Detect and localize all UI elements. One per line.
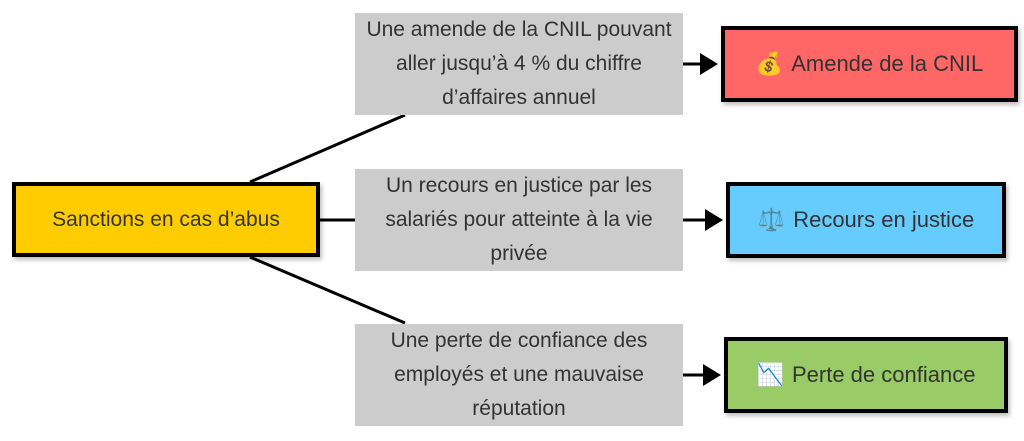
description-text: Une amende de la CNIL pouvant aller jusq… xyxy=(366,18,672,109)
result-node-perte: 📉 Perte de confiance xyxy=(724,337,1008,413)
result-node-amende: 💰 Amende de la CNIL xyxy=(721,26,1018,102)
description-text: Un recours en justice par les salariés p… xyxy=(385,174,653,265)
connector-root-to-perte xyxy=(249,255,406,325)
arrow-amende xyxy=(683,53,718,75)
result-node-recours: ⚖️ Recours en justice xyxy=(726,182,1006,258)
description-node-recours: Un recours en justice par les salariés p… xyxy=(355,169,683,271)
root-node: Sanctions en cas d’abus xyxy=(12,182,320,257)
root-label: Sanctions en cas d’abus xyxy=(52,207,280,231)
arrow-recours xyxy=(683,209,723,231)
description-node-perte: Une perte de confiance des employés et u… xyxy=(355,324,683,426)
arrow-perte xyxy=(683,364,721,386)
money-bag-icon: 💰 xyxy=(755,51,784,77)
chart-decreasing-icon: 📉 xyxy=(756,362,784,388)
result-label: Perte de confiance xyxy=(791,362,976,387)
description-text: Une perte de confiance des employés et u… xyxy=(390,329,648,420)
scales-icon: ⚖️ xyxy=(757,207,786,233)
result-label: Amende de la CNIL xyxy=(791,51,984,76)
description-node-amende: Une amende de la CNIL pouvant aller jusq… xyxy=(355,13,683,115)
result-label: Recours en justice xyxy=(793,207,975,232)
connector-root-to-amende xyxy=(249,113,406,184)
